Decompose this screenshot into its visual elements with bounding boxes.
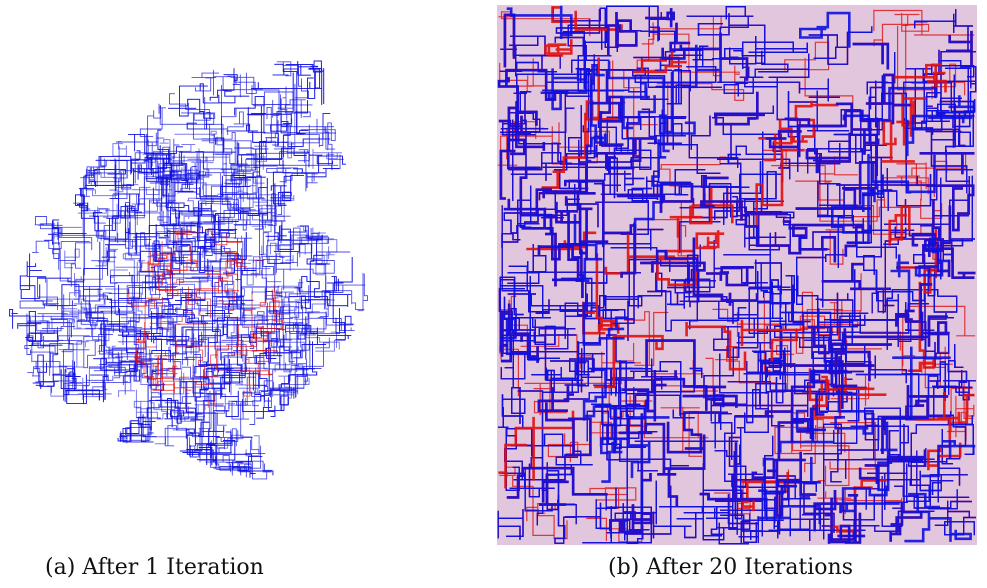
lattice-plot-after-1-iteration [9,60,368,480]
subfigure-b-caption: (b) After 20 Iterations [608,555,853,580]
subfigure-a-caption: (a) After 1 Iteration [45,555,264,580]
subfigure-a-label: (a) [45,555,76,580]
blue-lattice-paths [497,5,976,544]
blue-lattice-paths [40,111,346,457]
subfigure-a-image [5,58,390,500]
blue-lattice-paths [9,60,368,480]
subfigure-b-caption-text: After 20 Iterations [646,555,854,580]
lattice-plot-after-20-iterations [497,5,977,545]
subfigure-a-caption-text: After 1 Iteration [82,555,264,580]
subfigure-b-image [497,5,977,545]
subfigure-b-label: (b) [608,555,640,580]
